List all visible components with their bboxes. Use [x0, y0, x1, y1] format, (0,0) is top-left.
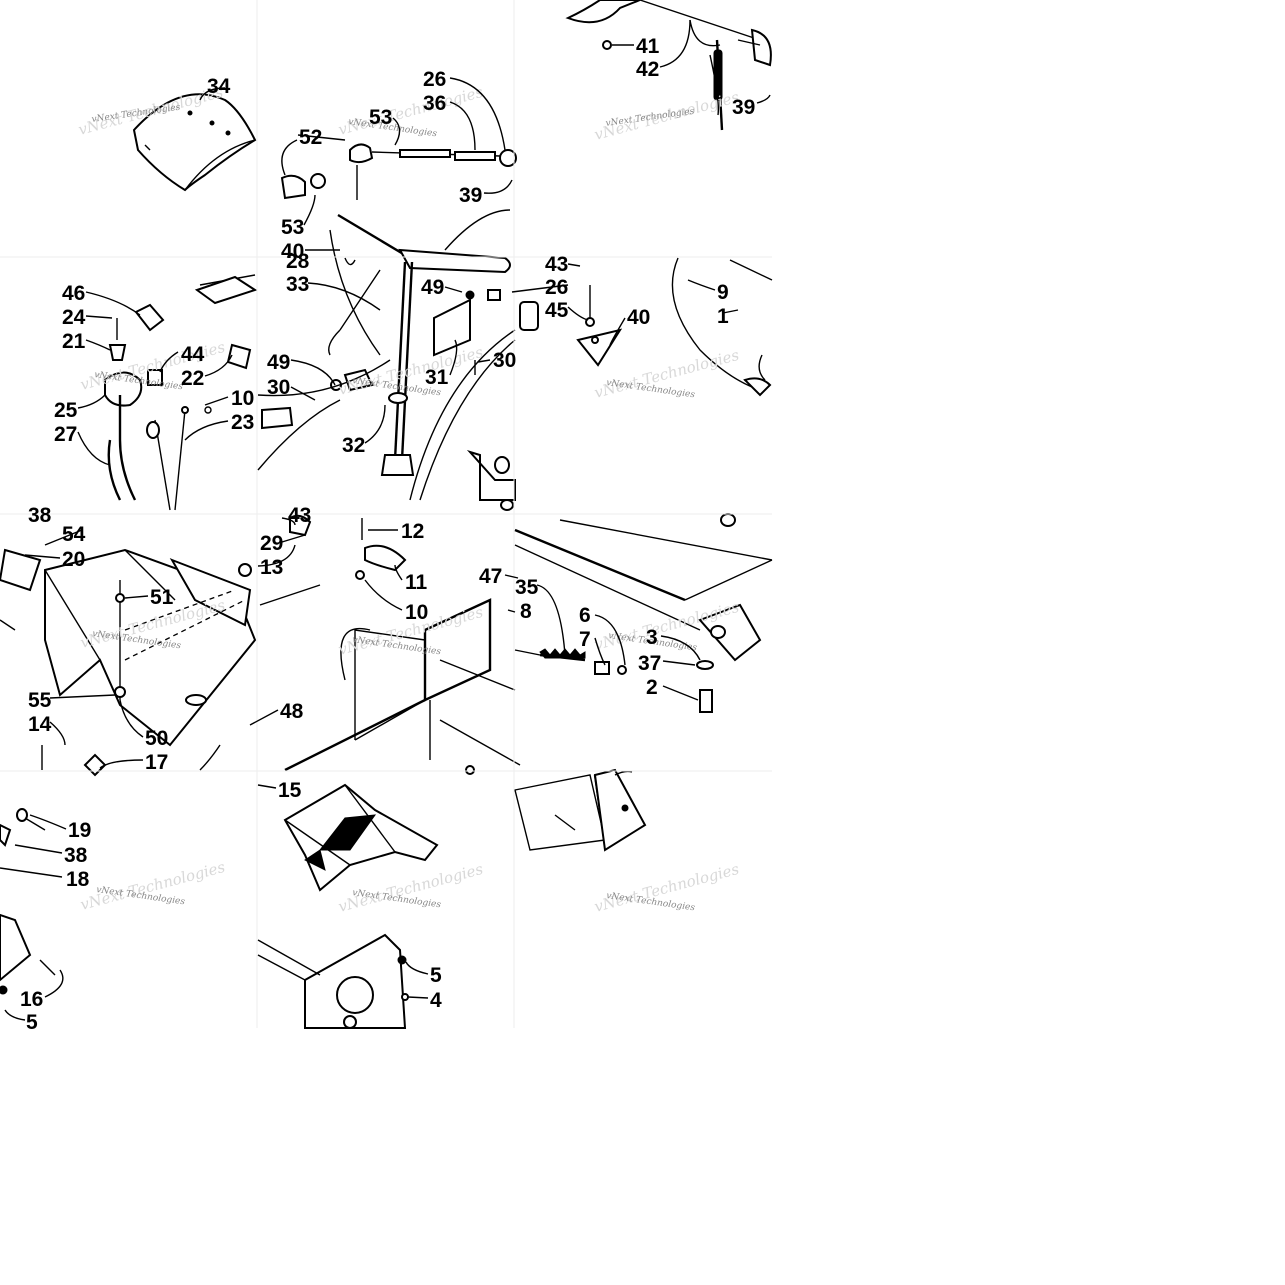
- callout-46: 46: [62, 282, 85, 305]
- callout-47: 47: [479, 565, 502, 588]
- callout-14: 14: [28, 713, 52, 736]
- callout-21: 21: [62, 330, 86, 353]
- callout-24: 24: [62, 306, 86, 329]
- callout-42: 42: [636, 58, 659, 81]
- callout-51: 51: [150, 586, 174, 609]
- callout-53: 53: [369, 106, 392, 129]
- callout-39: 39: [459, 184, 482, 207]
- callout-7: 7: [579, 628, 591, 651]
- callout-49: 49: [267, 351, 290, 374]
- callout-37: 37: [638, 652, 661, 675]
- callout-22: 22: [181, 367, 204, 390]
- callout-4: 4: [430, 989, 442, 1012]
- callout-11: 11: [405, 571, 428, 594]
- callout-32: 32: [342, 434, 365, 457]
- callout-55: 55: [28, 689, 52, 712]
- watermark-bg: vNext Technologies: [336, 860, 485, 916]
- callout-17: 17: [145, 751, 168, 774]
- callout-12: 12: [401, 520, 424, 543]
- callout-44: 44: [181, 343, 205, 366]
- leader-lines: [0, 19, 771, 1021]
- callout-6: 6: [579, 604, 591, 627]
- callout-38: 38: [64, 844, 88, 867]
- callout-39: 39: [732, 96, 755, 119]
- callout-25: 25: [54, 399, 78, 422]
- callout-30: 30: [493, 349, 516, 372]
- callout-8: 8: [520, 600, 532, 623]
- callout-30: 30: [267, 376, 290, 399]
- callout-43: 43: [545, 253, 568, 276]
- callout-26: 26: [423, 68, 446, 91]
- callout-2: 2: [646, 676, 658, 699]
- callout-50: 50: [145, 727, 168, 750]
- callout-45: 45: [545, 299, 569, 322]
- callout-26: 26: [545, 276, 568, 299]
- callout-15: 15: [278, 779, 302, 802]
- callout-19: 19: [68, 819, 91, 842]
- callout-52: 52: [299, 126, 322, 149]
- callout-9: 9: [717, 281, 729, 304]
- callout-41: 41: [636, 35, 660, 58]
- callout-31: 31: [425, 366, 449, 389]
- callout-53: 53: [281, 216, 304, 239]
- callout-16: 16: [20, 988, 43, 1011]
- callout-33: 33: [286, 273, 309, 296]
- callout-40: 40: [627, 306, 650, 329]
- callout-35: 35: [515, 576, 539, 599]
- callout-54: 54: [62, 523, 86, 546]
- callout-18: 18: [66, 868, 90, 891]
- callout-48: 48: [280, 700, 304, 723]
- callout-1: 1: [717, 305, 729, 328]
- callout-3: 3: [646, 626, 658, 649]
- callout-10: 10: [405, 601, 428, 624]
- callout-27: 27: [54, 423, 77, 446]
- callout-49: 49: [421, 276, 444, 299]
- callout-23: 23: [231, 411, 254, 434]
- callout-36: 36: [423, 92, 446, 115]
- callout-5: 5: [430, 964, 442, 987]
- parts-illustration: [0, 0, 773, 1029]
- callout-5: 5: [26, 1011, 38, 1034]
- callout-29: 29: [260, 532, 283, 555]
- callout-numbers: 43 41 42 39 34 26 36 53 52 39 53 40 28 3…: [20, 0, 755, 1034]
- callout-38: 38: [28, 504, 52, 527]
- callout-34: 34: [207, 75, 231, 98]
- callout-43: 43: [288, 504, 311, 527]
- callout-20: 20: [62, 548, 85, 571]
- callout-13: 13: [260, 556, 283, 579]
- callout-10: 10: [231, 387, 254, 410]
- callout-40: 40: [281, 240, 304, 263]
- callout-28: 28: [286, 250, 310, 273]
- callout-43: 43: [540, 0, 563, 5]
